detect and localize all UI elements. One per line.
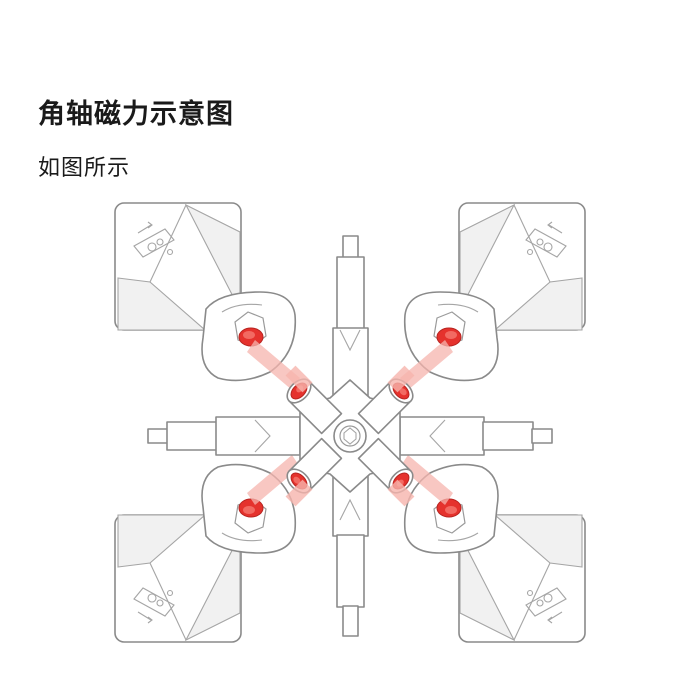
- page-subtitle: 如图所示: [38, 156, 131, 181]
- page-title: 角轴磁力示意图: [38, 99, 234, 130]
- lock-unit-top-left: [114, 202, 301, 391]
- key-tool-icon: [147, 235, 553, 637]
- lock-unit-bottom-left: [114, 454, 301, 643]
- lock-unit-bottom-right: [399, 454, 586, 643]
- lock-unit-top-right: [399, 202, 586, 391]
